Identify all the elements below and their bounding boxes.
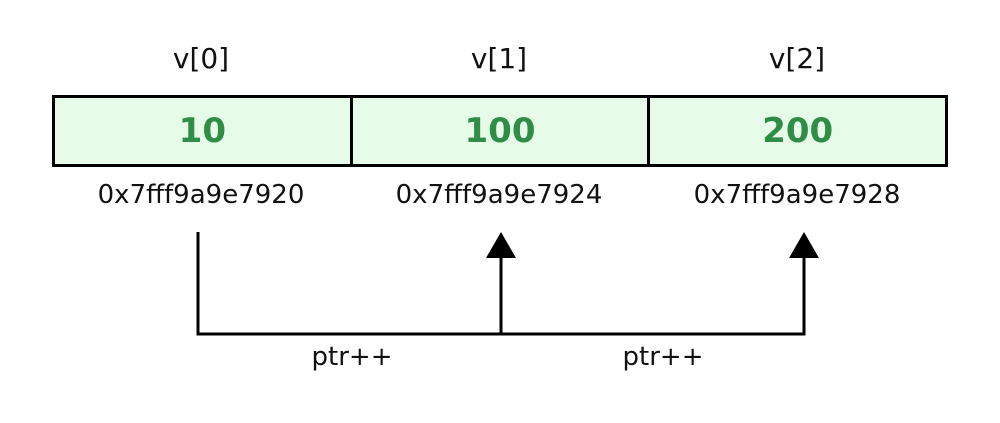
index-label-2: v[2] [768,42,826,75]
ptr-increment-label-1: ptr++ [311,342,393,372]
address-label-2: 0x7fff9a9e7928 [693,180,901,210]
address-label-1: 0x7fff9a9e7924 [395,180,603,210]
array-cell-2: 200 [647,98,946,164]
address-label-0: 0x7fff9a9e7920 [97,180,305,210]
array-cell-0: 10 [55,98,350,164]
index-label-0: v[0] [172,42,230,75]
array-cells: 10 100 200 [52,95,948,167]
ptr-increment-label-2: ptr++ [622,342,704,372]
array-cell-1: 100 [349,98,648,164]
ptr-arrowhead-1 [486,232,516,258]
ptr-arrowhead-2 [789,232,819,258]
index-label-1: v[1] [470,42,528,75]
